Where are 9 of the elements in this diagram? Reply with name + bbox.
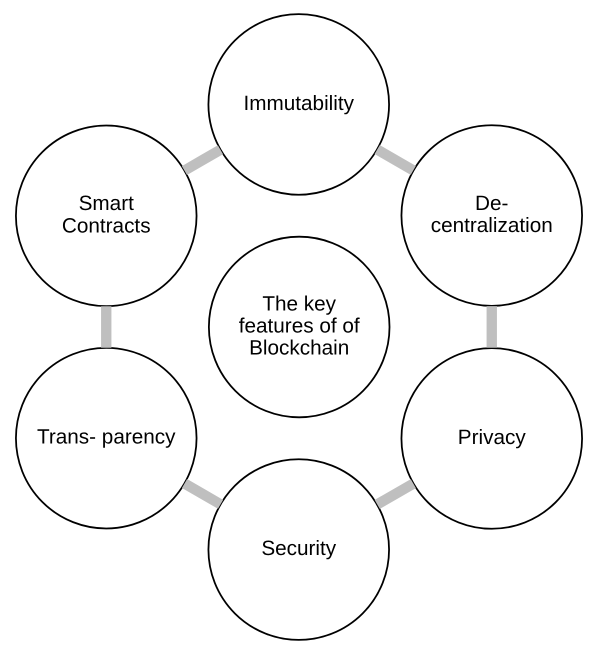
node-circle: Immutability xyxy=(208,13,390,196)
node-circle: Security xyxy=(208,458,390,641)
node-circle: Trans- parency xyxy=(15,346,198,530)
node-circle: De- centralization xyxy=(400,124,583,307)
connector xyxy=(486,306,497,348)
node-circle: Privacy xyxy=(400,347,583,530)
node-circle: Smart Contracts xyxy=(15,124,198,308)
connector xyxy=(101,306,112,348)
node-circle: The key features of of Blockchain xyxy=(208,236,390,418)
